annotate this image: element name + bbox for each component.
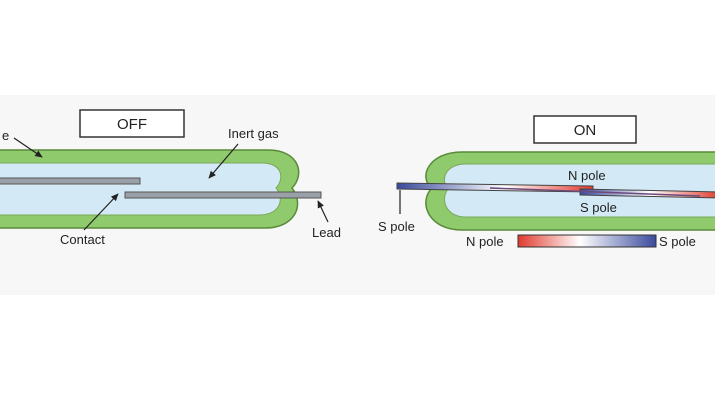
- on-lead-pole-label: S pole: [378, 219, 415, 234]
- glass-label: e: [2, 128, 9, 143]
- contact-label: Contact: [60, 232, 105, 247]
- off-right-reed: [124, 191, 322, 199]
- off-panel: OFF e Inert gas Contact Lead: [0, 109, 341, 247]
- on-state-box: [533, 115, 637, 144]
- off-left-reed: [0, 177, 141, 185]
- off-state-box: [79, 109, 185, 138]
- on-panel: ON N pole S pole S pole N pole S pole: [378, 115, 715, 249]
- lower-reed-pole-label: S pole: [580, 200, 617, 215]
- polarity-scale-bar: [517, 234, 657, 248]
- off-lead-label: Lead: [312, 225, 341, 240]
- off-state-label: OFF: [117, 116, 147, 133]
- upper-reed-pole-label: N pole: [568, 168, 606, 183]
- inert-gas-label: Inert gas: [228, 126, 279, 141]
- contact-pointer: [83, 193, 119, 231]
- off-inert-gas-area: [0, 162, 282, 216]
- scale-right-label: S pole: [659, 234, 696, 249]
- scale-left-label: N pole: [466, 234, 504, 249]
- glass-pointer: [13, 137, 43, 158]
- inert-gas-pointer: [208, 143, 239, 179]
- on-contact-overlap: [489, 187, 701, 197]
- off-lead-pointer: [317, 200, 329, 223]
- on-state-label: ON: [574, 122, 597, 139]
